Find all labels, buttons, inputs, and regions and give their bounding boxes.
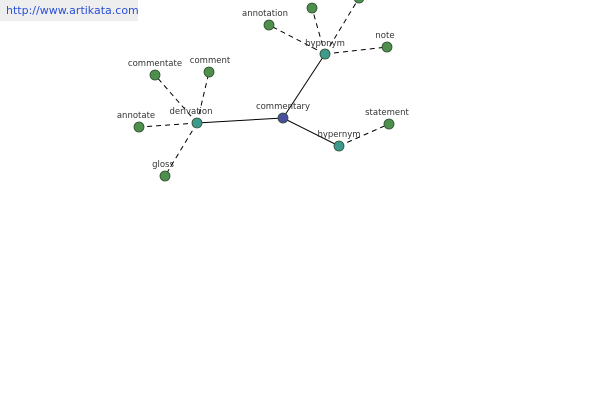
edge-hyponym-hyponym-leaf-1 (311, 7, 326, 55)
node-dot[interactable] (306, 2, 318, 14)
source-link[interactable]: http://www.artikata.com (0, 0, 139, 21)
node-dot[interactable] (203, 66, 215, 78)
edge-hypernym-statement (338, 123, 390, 147)
node-hyponym[interactable]: hyponym (305, 39, 345, 60)
node-dot[interactable] (149, 69, 161, 81)
node-commentary[interactable]: commentary (256, 102, 310, 124)
node-label: commentate (128, 59, 182, 69)
node-hypernym[interactable]: hypernym (317, 130, 361, 152)
node-label: note (375, 31, 394, 41)
node-annotation[interactable]: annotation (242, 9, 288, 31)
edge-derivation-gloss (164, 122, 198, 177)
edges-layer (138, 0, 390, 177)
node-label: comment (190, 56, 231, 66)
node-dot[interactable] (333, 140, 345, 152)
node-label: annotate (117, 111, 155, 121)
edge-derivation-commentate (154, 74, 198, 124)
edge-hyponym-note (324, 46, 388, 55)
edge-commentary-derivation (196, 117, 284, 124)
node-label: hyponym (305, 39, 345, 49)
node-dot[interactable] (381, 41, 393, 53)
node-dot[interactable] (319, 48, 331, 60)
node-dot[interactable] (263, 19, 275, 31)
node-dot[interactable] (159, 170, 171, 182)
node-note[interactable]: note (375, 31, 395, 53)
node-annotate[interactable]: annotate (117, 111, 155, 133)
node-dot[interactable] (191, 117, 203, 129)
node-label: commentary (256, 102, 310, 112)
node-derivation[interactable]: derivation (169, 107, 213, 129)
edge-hyponym-hyponym-leaf-2 (324, 0, 359, 55)
node-gloss[interactable]: gloss (152, 160, 174, 182)
node-dot[interactable] (383, 118, 395, 130)
edge-commentary-hyponym (282, 53, 326, 119)
node-dot[interactable] (133, 121, 145, 133)
node-label: gloss (152, 160, 174, 170)
node-hyponym-leaf-1[interactable] (306, 2, 318, 14)
node-label: derivation (169, 107, 212, 117)
edge-derivation-annotate (138, 122, 198, 128)
edge-hyponym-annotation (268, 24, 326, 55)
node-statement[interactable]: statement (365, 108, 410, 130)
node-hyponym-leaf-2[interactable] (353, 0, 365, 4)
node-comment[interactable]: comment (190, 56, 231, 78)
node-dot[interactable] (277, 112, 289, 124)
edge-commentary-hypernym (282, 117, 340, 147)
node-dot[interactable] (353, 0, 365, 4)
node-label: hypernym (317, 130, 360, 140)
nodes-layer: commentary derivation hyponym hypernym comme… (117, 0, 410, 182)
node-label: statement (365, 108, 409, 118)
node-label: annotation (242, 9, 288, 19)
node-commentate[interactable]: commentate (128, 59, 182, 81)
